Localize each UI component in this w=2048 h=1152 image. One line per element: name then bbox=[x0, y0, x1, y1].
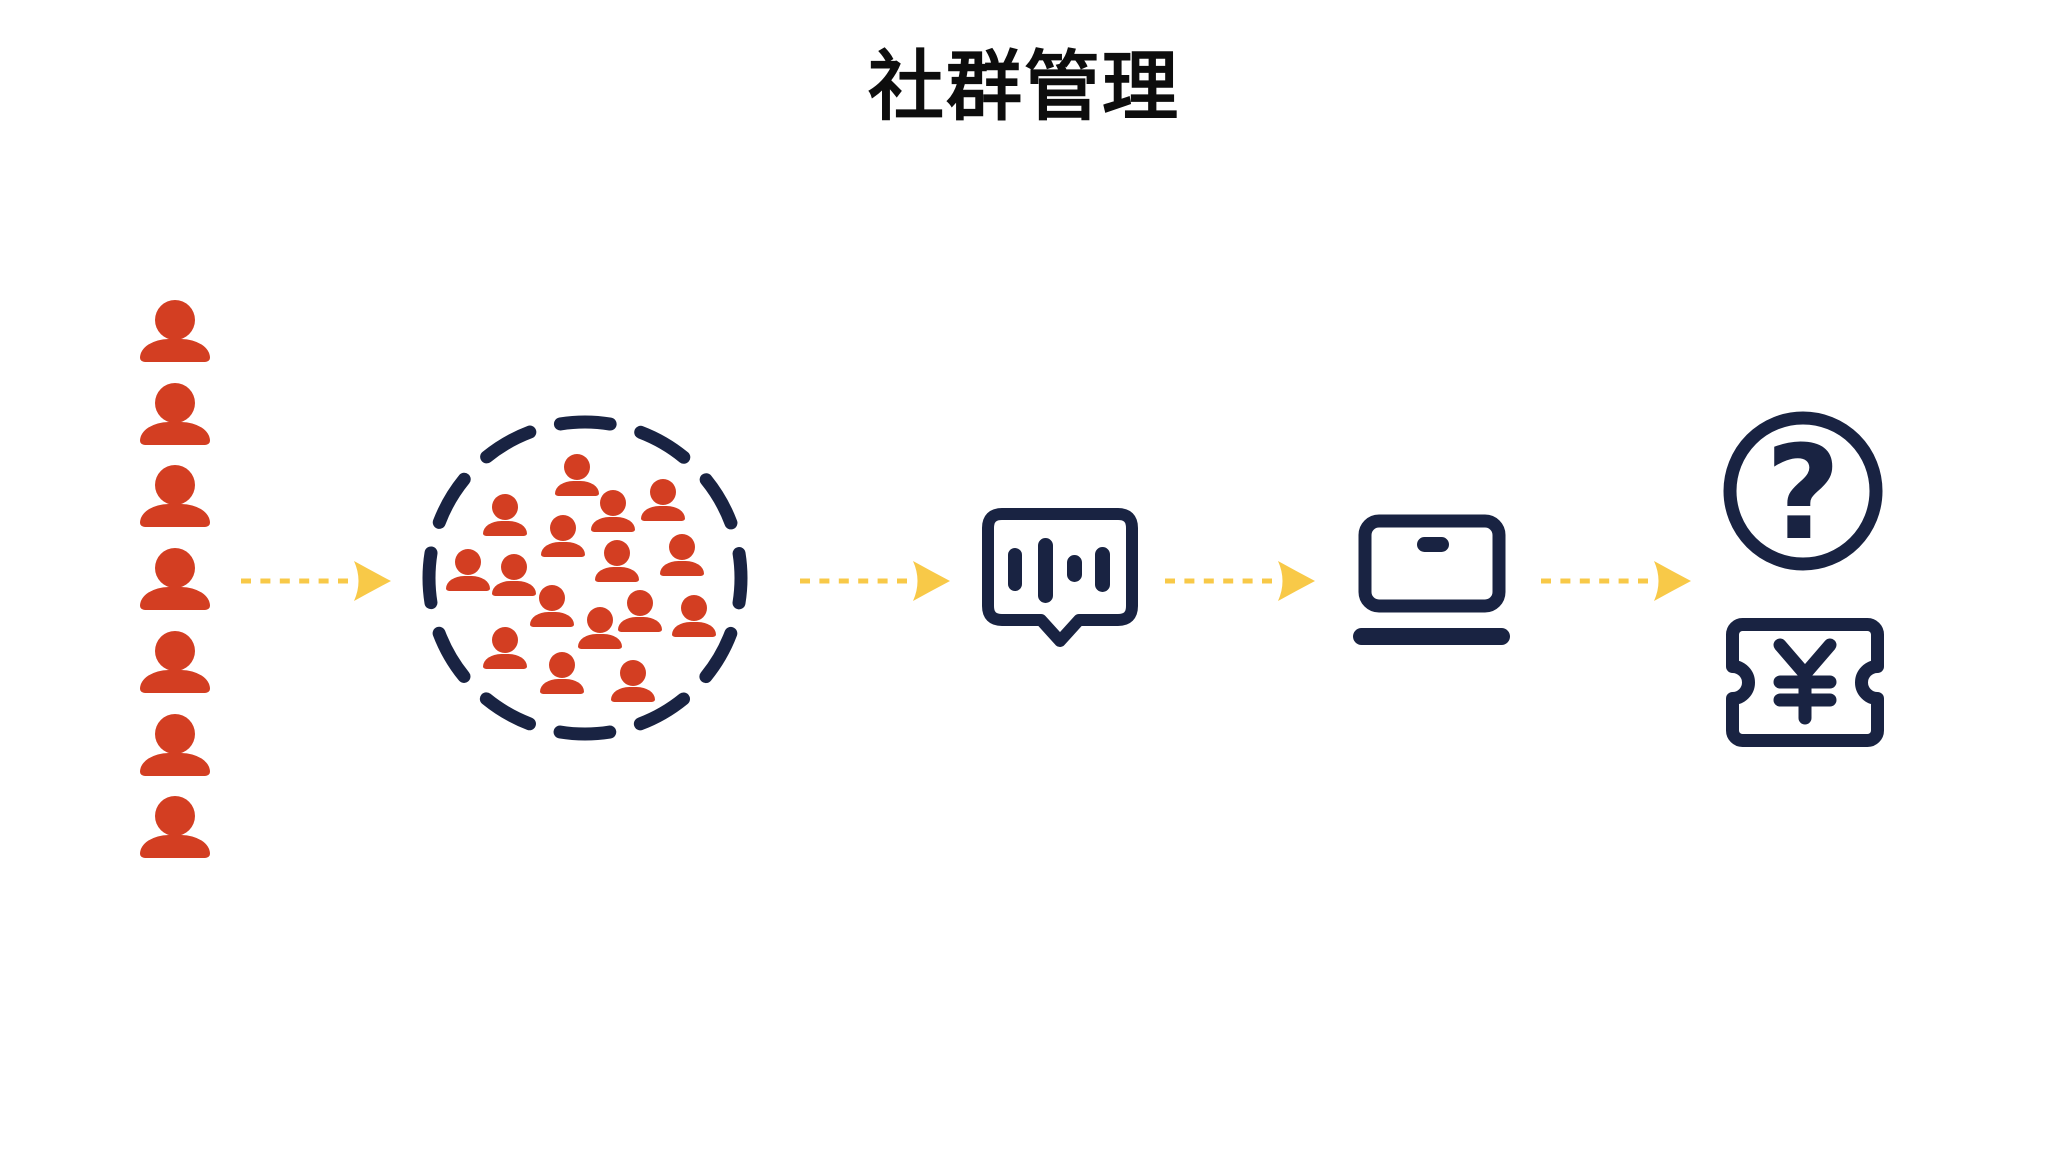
person-icon bbox=[140, 714, 210, 776]
member-icon bbox=[591, 490, 635, 532]
person-torso bbox=[446, 576, 490, 591]
yen-glyph bbox=[1773, 638, 1837, 725]
person-head bbox=[492, 494, 518, 520]
person-head bbox=[155, 383, 195, 423]
member-icon bbox=[483, 627, 527, 669]
member-icon bbox=[492, 554, 536, 596]
person-torso bbox=[541, 542, 585, 557]
member-icon bbox=[672, 595, 716, 637]
person-head bbox=[604, 540, 630, 566]
person-icon bbox=[140, 796, 210, 858]
person-torso bbox=[595, 567, 639, 582]
person-icon bbox=[140, 631, 210, 693]
sound-bar bbox=[1008, 548, 1022, 591]
person-head bbox=[587, 607, 613, 633]
person-icon bbox=[140, 300, 210, 362]
person-torso bbox=[591, 517, 635, 532]
member-icon bbox=[660, 534, 704, 576]
person-head bbox=[600, 490, 626, 516]
person-icon bbox=[140, 383, 210, 445]
page-title: 社群管理 bbox=[868, 45, 1180, 130]
person-head bbox=[550, 515, 576, 541]
person-torso bbox=[540, 679, 584, 694]
person-head bbox=[492, 627, 518, 653]
sound-bar bbox=[1095, 547, 1110, 592]
member-icon bbox=[446, 549, 490, 591]
person-head bbox=[155, 796, 195, 836]
member-icon bbox=[578, 607, 622, 649]
person-head bbox=[539, 585, 565, 611]
chat-feedback-icon bbox=[982, 508, 1138, 647]
person-torso bbox=[530, 612, 574, 627]
person-torso bbox=[483, 521, 527, 536]
person-head bbox=[627, 590, 653, 616]
person-head bbox=[669, 534, 695, 560]
person-head bbox=[564, 454, 590, 480]
person-icon bbox=[140, 548, 210, 610]
person-torso bbox=[618, 617, 662, 632]
laptop-base bbox=[1353, 628, 1510, 645]
member-icon bbox=[595, 540, 639, 582]
person-torso bbox=[483, 654, 527, 669]
person-torso bbox=[555, 481, 599, 496]
person-torso bbox=[140, 670, 210, 693]
question-glyph: ? bbox=[1765, 417, 1840, 569]
person-head bbox=[549, 652, 575, 678]
person-torso bbox=[140, 753, 210, 776]
person-head bbox=[681, 595, 707, 621]
person-torso bbox=[672, 622, 716, 637]
person-head bbox=[155, 631, 195, 671]
person-head bbox=[155, 300, 195, 340]
member-icon bbox=[483, 494, 527, 536]
flow-arrow-icon bbox=[1541, 561, 1691, 601]
laptop-icon bbox=[1353, 514, 1510, 645]
laptop-camera bbox=[1417, 537, 1449, 552]
member-icon bbox=[530, 585, 574, 627]
person-head bbox=[620, 660, 646, 686]
person-head bbox=[650, 479, 676, 505]
person-torso bbox=[578, 634, 622, 649]
flow-arrow-icon bbox=[241, 561, 391, 601]
flow-arrow-icon bbox=[1165, 561, 1315, 601]
person-head bbox=[501, 554, 527, 580]
sound-bar bbox=[1067, 555, 1082, 582]
flow-arrow-icon bbox=[800, 561, 950, 601]
person-torso bbox=[492, 581, 536, 596]
member-icon bbox=[641, 479, 685, 521]
person-torso bbox=[611, 687, 655, 702]
person-torso bbox=[641, 506, 685, 521]
person-head bbox=[455, 549, 481, 575]
member-icon bbox=[618, 590, 662, 632]
person-icon bbox=[140, 465, 210, 527]
member-icon bbox=[555, 454, 599, 496]
person-torso bbox=[140, 835, 210, 858]
member-icon bbox=[540, 652, 584, 694]
person-torso bbox=[140, 504, 210, 527]
person-head bbox=[155, 548, 195, 588]
question-mark-icon: ? bbox=[1723, 411, 1883, 571]
sound-bar bbox=[1038, 538, 1053, 603]
community-members bbox=[420, 413, 750, 743]
person-torso bbox=[140, 587, 210, 610]
person-head bbox=[155, 714, 195, 754]
yen-ticket-icon bbox=[1726, 618, 1884, 747]
community-circle bbox=[422, 415, 748, 741]
person-torso bbox=[140, 422, 210, 445]
member-icon bbox=[611, 660, 655, 702]
person-head bbox=[155, 465, 195, 505]
person-torso bbox=[660, 561, 704, 576]
member-icon bbox=[541, 515, 585, 557]
person-torso bbox=[140, 339, 210, 362]
